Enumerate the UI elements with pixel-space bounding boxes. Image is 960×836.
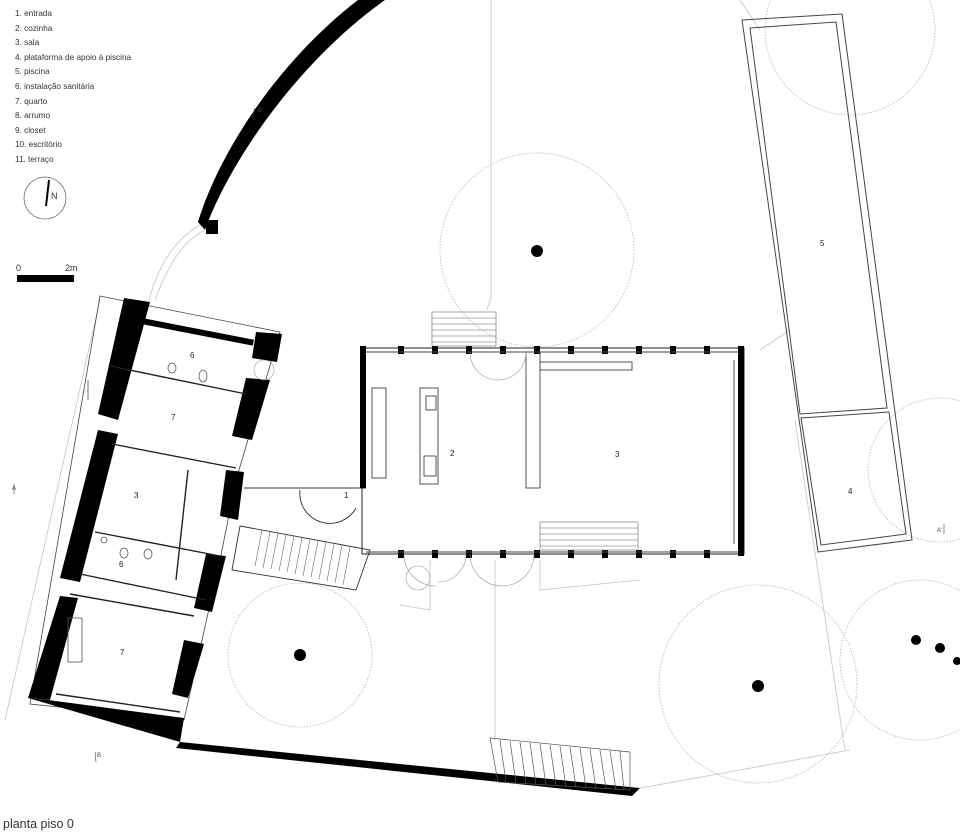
drawing-caption: planta piso 0 bbox=[3, 817, 74, 831]
legend-item: 3. sala bbox=[15, 38, 40, 48]
room-label-piscina: 5 bbox=[820, 239, 825, 248]
west-wing bbox=[28, 0, 640, 796]
room-label-cozinha: 2 bbox=[450, 449, 455, 458]
section-mark-a-right: A' bbox=[937, 528, 943, 534]
tree-canopy bbox=[227, 582, 373, 728]
room-label-wc-mid: 6 bbox=[119, 560, 124, 569]
tree-trunk bbox=[911, 635, 921, 645]
pavilion-outline bbox=[361, 347, 745, 555]
legend-item: 1. entrada bbox=[15, 9, 52, 18]
entry-stair bbox=[231, 487, 371, 591]
scale-start-label: 0 bbox=[16, 263, 22, 273]
north-stair bbox=[431, 311, 497, 347]
tree-trunk bbox=[752, 680, 764, 692]
tree-trunk bbox=[531, 245, 543, 257]
legend: 1. entrada 2. cozinha 3. sala 4. platafo… bbox=[15, 7, 131, 168]
room-label-entrada: 1 bbox=[344, 491, 349, 500]
north-label: N bbox=[51, 191, 58, 201]
tree-canopy bbox=[439, 152, 635, 348]
legend-item: 2. cozinha bbox=[15, 23, 53, 33]
tree-canopies bbox=[227, 0, 960, 784]
north-arrow-icon bbox=[23, 176, 67, 220]
legend-item: 10. escritório bbox=[15, 140, 62, 150]
legend-item: 8. arrumo bbox=[15, 111, 51, 121]
main-pavilion bbox=[253, 346, 745, 591]
room-label-wc-top: 6 bbox=[190, 351, 195, 360]
section-mark-b-top: B' bbox=[258, 108, 264, 114]
scale-bar bbox=[17, 275, 74, 282]
room-label-sala: 3 bbox=[615, 450, 620, 459]
room-label-annex: 3 bbox=[134, 491, 139, 500]
tree-trunk bbox=[935, 643, 945, 653]
legend-item: 4. plataforma de apoio à piscina bbox=[15, 52, 132, 62]
tree-canopy bbox=[764, 0, 936, 116]
wing-outline bbox=[29, 295, 281, 721]
tree-trunks bbox=[294, 245, 960, 692]
room-label-quarto-bottom: 7 bbox=[120, 648, 125, 657]
south-stair bbox=[489, 737, 631, 791]
pavilion-stair bbox=[539, 521, 639, 551]
tree-canopy bbox=[658, 584, 858, 784]
pool bbox=[741, 13, 913, 553]
legend-item: 7. quarto bbox=[15, 96, 48, 106]
tree-canopy bbox=[839, 579, 960, 741]
section-mark-b-bottom: B bbox=[97, 753, 102, 759]
room-label-plataforma: 4 bbox=[848, 487, 853, 496]
tree-trunk bbox=[294, 649, 306, 661]
scale-end-label: 2m bbox=[65, 263, 78, 273]
legend-item: 11. terraço bbox=[15, 154, 54, 164]
section-mark-a-left: A bbox=[12, 486, 17, 492]
site-lines bbox=[4, 0, 851, 791]
door-swings bbox=[253, 351, 535, 591]
tree-trunk bbox=[953, 657, 960, 665]
section-markers bbox=[13, 107, 945, 763]
legend-item: 9. closet bbox=[15, 125, 46, 135]
tree-canopy bbox=[867, 397, 960, 543]
legend-item: 6. instalação sanitária bbox=[15, 81, 95, 91]
legend-item: 5. piscina bbox=[15, 67, 50, 77]
room-label-quarto-top: 7 bbox=[171, 413, 176, 422]
